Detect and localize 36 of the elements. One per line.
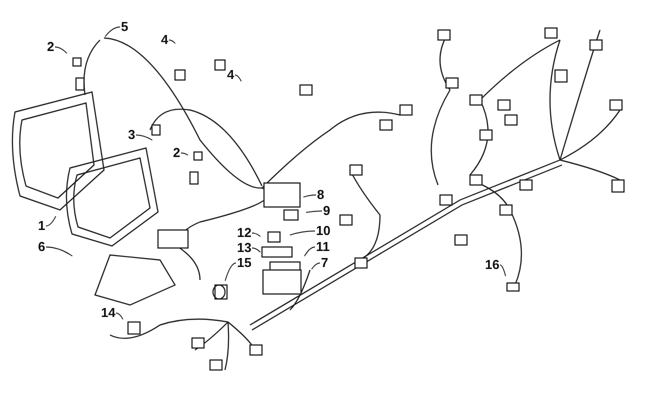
callout-number: 5	[120, 20, 130, 34]
callout-number: 15	[236, 256, 252, 270]
callout-number: 6	[37, 240, 46, 254]
callout-number: 4	[160, 33, 170, 47]
leader-line	[46, 246, 73, 256]
callout-number: 13	[236, 241, 252, 255]
callout-number: 12	[236, 226, 252, 240]
leader-line	[104, 26, 120, 38]
callout-number: 4	[226, 68, 236, 82]
leader-line	[180, 152, 188, 156]
callout-number: 16	[484, 258, 500, 272]
callout-number: 14	[100, 306, 116, 320]
leader-line	[252, 232, 261, 237]
leader-line	[304, 246, 316, 257]
callout-number: 2	[172, 146, 182, 160]
leader-line	[168, 40, 176, 44]
leader-line	[311, 262, 320, 270]
leader-line	[234, 74, 242, 82]
leader-line	[302, 194, 316, 198]
leader-line	[136, 134, 153, 141]
leader-line	[500, 264, 506, 277]
callout-number: 2	[46, 40, 56, 54]
callout-number: 9	[322, 204, 332, 218]
callout-number: 3	[127, 128, 136, 142]
callout-number: 8	[316, 188, 326, 202]
leader-line	[116, 312, 124, 320]
callout-number: 7	[320, 256, 330, 270]
callout-number: 10	[315, 224, 332, 238]
leader-line	[54, 46, 68, 54]
leader-line	[252, 248, 261, 253]
callout-number: 1	[37, 219, 46, 233]
callout-number: 11	[315, 240, 331, 254]
leader-line	[46, 216, 56, 226]
leader-line	[224, 262, 236, 282]
leader-line	[289, 230, 316, 236]
leader-line	[306, 210, 322, 213]
